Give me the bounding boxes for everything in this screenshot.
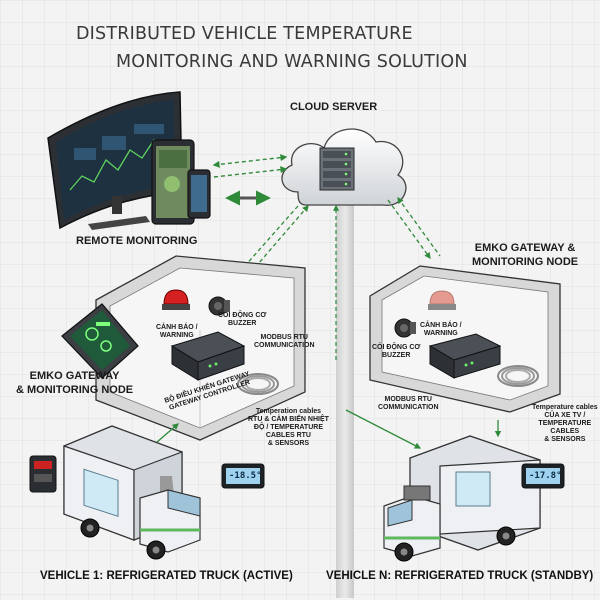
server-icon — [319, 147, 355, 191]
left-modbus-label: MODBUS RTU COMMUNICATION — [254, 334, 315, 349]
left-buzzer-label: CÒI ĐỘNG CƠ BUZZER — [218, 312, 267, 327]
vehicle-1-temperature-value: -18.5° — [229, 471, 262, 481]
right-cables-label: Temperature cables CỦA XE TV / TEMPERATU… — [532, 404, 598, 443]
sync-arrows-icon — [212, 154, 288, 206]
buzzer-icon — [394, 318, 416, 338]
gateway-left-label: EMKO GATEWAY & MONITORING NODE — [16, 370, 134, 396]
left-cables-label: Temperation cables RTU & CẢM BIẾN NHIỆT … — [248, 408, 329, 447]
temperature-display-icon — [29, 455, 57, 493]
beacon-icon — [162, 289, 190, 310]
truck-icon — [383, 435, 541, 562]
title-line-2: MONITORING AND WARNING SOLUTION — [116, 52, 468, 72]
vehicle-1-label: VEHICLE 1: REFRIGERATED TRUCK (ACTIVE) — [40, 570, 293, 582]
right-modbus-label: MODBUS RTU COMMUNICATION — [378, 396, 439, 411]
left-warning-label: CẢNH BÁO / WARNING — [156, 324, 198, 339]
beacon-icon — [428, 290, 456, 310]
gateway-right-label: EMKO GATEWAY & MONITORING NODE — [472, 242, 579, 268]
cable-coil-icon — [497, 365, 539, 387]
controller-icon — [170, 331, 246, 381]
vehicle-n-temperature-value: -17.8° — [529, 471, 562, 481]
monitor-icon — [47, 91, 183, 230]
cloud-pillar — [336, 198, 354, 598]
cable-coil-icon — [237, 373, 279, 395]
controller-icon — [428, 333, 502, 379]
temperature-display-icon — [221, 463, 265, 489]
buzzer-icon — [208, 296, 230, 316]
remote-monitoring-label: REMOTE MONITORING — [76, 235, 198, 247]
truck-icon — [63, 425, 201, 560]
touch-panel-icon — [61, 303, 139, 379]
temperature-display-icon — [521, 463, 565, 489]
phone-icon — [187, 169, 211, 219]
right-warning-label: CẢNH BÁO / WARNING — [420, 322, 462, 337]
cloud-server-label: CLOUD SERVER — [290, 101, 378, 113]
vehicle-n-label: VEHICLE N: REFRIGERATED TRUCK (STANDBY) — [326, 570, 594, 582]
title-line-1: DISTRIBUTED VEHICLE TEMPERATURE — [76, 24, 413, 44]
tablet-icon — [151, 139, 195, 225]
right-buzzer-label: CÒI ĐỘNG CƠ BUZZER — [372, 344, 421, 359]
